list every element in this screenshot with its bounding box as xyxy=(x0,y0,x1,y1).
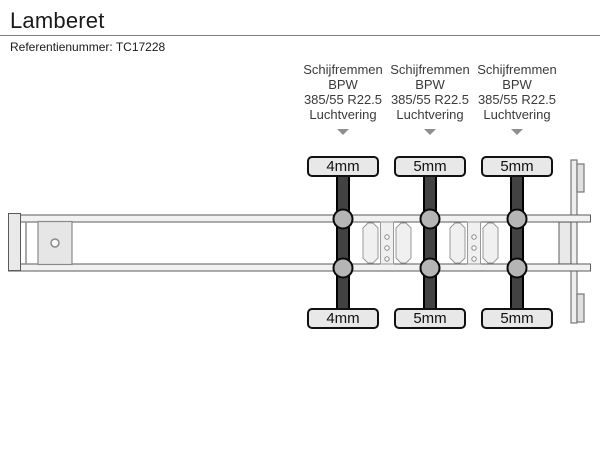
rear-crossmember xyxy=(558,221,572,265)
axle-suspension-label: Luchtvering xyxy=(396,107,464,122)
rivet-hole xyxy=(471,256,477,262)
axle-suspension-label: Luchtvering xyxy=(309,107,377,122)
tread-depth-badge-top-3: 5mm xyxy=(481,156,553,177)
tread-depth-badge-bottom-1: 4mm xyxy=(307,308,379,329)
rivet-hole xyxy=(384,245,390,251)
hub-circle xyxy=(332,208,354,230)
hub-circle xyxy=(506,208,528,230)
cross-member-web xyxy=(380,221,394,265)
rivet-hole xyxy=(384,234,390,240)
axle-bar-3 xyxy=(510,175,524,311)
cross-member-plate xyxy=(395,222,412,264)
front-section xyxy=(8,213,73,271)
axle-suspension-label: Luchtvering xyxy=(483,107,551,122)
axle-bar-2 xyxy=(423,175,437,311)
arrow-down-icon xyxy=(424,129,436,135)
header-divider xyxy=(0,35,600,36)
hub-circle xyxy=(506,257,528,279)
rivet-hole xyxy=(384,256,390,262)
hub-circle xyxy=(332,257,354,279)
arrow-down-icon xyxy=(337,129,349,135)
tread-depth-badge-top-1: 4mm xyxy=(307,156,379,177)
axle-tire-size-label: 385/55 R22.5 xyxy=(477,92,557,107)
rear-bumper-bar xyxy=(570,159,578,324)
rivet-hole xyxy=(471,234,477,240)
axle-brakes-label: Schijfremmen xyxy=(303,62,383,77)
axle-brakes-label: Schijfremmen xyxy=(390,62,470,77)
arrow-down-icon xyxy=(511,129,523,135)
axle-spec-column-2: Schijfremmen BPW 385/55 R22.5 Luchtverin… xyxy=(382,62,478,122)
axle-brakes-label: Schijfremmen xyxy=(477,62,557,77)
cross-member-1 xyxy=(362,221,412,265)
rear-bumper-assembly xyxy=(558,159,585,324)
axle-tire-size-label: 385/55 R22.5 xyxy=(303,92,383,107)
axle-brand-label: BPW xyxy=(502,77,532,92)
tread-depth-badge-bottom-3: 5mm xyxy=(481,308,553,329)
cross-member-web xyxy=(467,221,481,265)
cross-member-plate xyxy=(362,222,379,264)
rivet-hole xyxy=(471,245,477,251)
tread-depth-badge-bottom-2: 5mm xyxy=(394,308,466,329)
page-title: Lamberet xyxy=(10,8,105,33)
tread-depth-badge-top-2: 5mm xyxy=(394,156,466,177)
axle-spec-column-3: Schijfremmen BPW 385/55 R22.5 Luchtverin… xyxy=(469,62,565,122)
axle-spec-column-1: Schijfremmen BPW 385/55 R22.5 Luchtverin… xyxy=(295,62,391,122)
front-end-cap xyxy=(8,213,21,271)
rear-bracket-top xyxy=(576,163,585,193)
axle-brand-label: BPW xyxy=(328,77,358,92)
chassis-rail-bottom xyxy=(8,263,591,272)
axle-tire-size-label: 385/55 R22.5 xyxy=(390,92,470,107)
hub-circle xyxy=(419,257,441,279)
rear-bracket-bottom xyxy=(576,293,585,323)
chassis-rail-top xyxy=(8,214,591,223)
cross-member-plate xyxy=(482,222,499,264)
cross-member-plate xyxy=(449,222,466,264)
hub-circle xyxy=(419,208,441,230)
kingpin-circle xyxy=(50,238,60,248)
reference-number: Referentienummer: TC17228 xyxy=(10,40,166,54)
cross-member-2 xyxy=(449,221,499,265)
axle-brand-label: BPW xyxy=(415,77,445,92)
axle-bar-1 xyxy=(336,175,350,311)
